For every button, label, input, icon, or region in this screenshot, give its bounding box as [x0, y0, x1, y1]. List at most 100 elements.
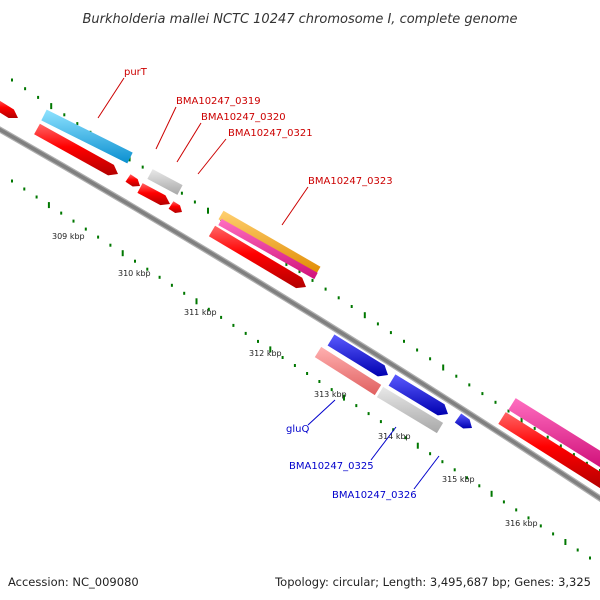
scale-label-315: 315 kbp — [442, 475, 475, 484]
leader-bma0321 — [197, 138, 227, 175]
tick-inner — [244, 331, 247, 335]
tick-outer — [494, 400, 497, 404]
gene-bma0320-gray — [147, 169, 183, 195]
tick-outer — [455, 374, 458, 378]
tick-inner — [293, 364, 296, 367]
gene-bma0325 — [376, 386, 444, 434]
gene-red-1 — [34, 123, 118, 176]
gene-blue-1 — [327, 334, 388, 377]
tick-outer — [193, 200, 196, 204]
tick-inner — [330, 388, 333, 392]
gene-purT — [41, 109, 133, 164]
tick-outer — [442, 364, 445, 371]
backbone — [0, 126, 600, 502]
tick-outer — [520, 416, 523, 423]
tick-inner — [564, 539, 567, 545]
tick-inner — [195, 298, 198, 305]
gene-left-edge — [0, 100, 18, 118]
tick-inner — [527, 516, 530, 520]
tick-outer — [533, 426, 536, 430]
tick-inner — [367, 412, 370, 416]
tick-inner — [281, 356, 284, 359]
tick-inner — [220, 315, 223, 319]
tick-inner — [318, 380, 321, 383]
gene-bma0319 — [125, 174, 140, 187]
scale-label-314: 314 kbp — [378, 432, 411, 441]
tick-inner — [170, 283, 173, 287]
gene-blue-2 — [388, 374, 448, 416]
tick-inner — [589, 556, 591, 560]
tick-outer — [207, 207, 209, 214]
tick-outer — [311, 278, 314, 282]
scale-label-313: 313 kbp — [314, 390, 347, 399]
tick-outer — [141, 165, 144, 169]
scale-label-316: 316 kbp — [505, 519, 538, 528]
gene-bma0326 — [454, 413, 472, 429]
tick-outer — [389, 331, 392, 335]
tick-inner — [552, 532, 555, 536]
tick-inner — [158, 275, 161, 279]
tick-inner — [355, 404, 358, 408]
tick-inner — [343, 394, 345, 401]
tick-inner — [257, 339, 259, 343]
gene-label-purT: purT — [124, 67, 148, 78]
leader-bma0319 — [155, 106, 177, 150]
tick-inner — [11, 179, 13, 183]
gene-label-bma0323: BMA10247_0323 — [308, 176, 393, 187]
gene-bma0323-orange — [218, 210, 321, 276]
tick-outer — [24, 87, 27, 91]
leader-bma0320 — [176, 122, 202, 163]
tick-inner — [539, 524, 542, 528]
gene-label-gluQ: gluQ — [286, 424, 309, 435]
scale-label-312: 312 kbp — [249, 349, 282, 358]
tick-inner — [429, 452, 432, 456]
gene-features — [0, 100, 600, 489]
scale-labels: 309 kbp 310 kbp 311 kbp 312 kbp 313 kbp … — [52, 232, 538, 528]
tick-inner — [183, 291, 186, 295]
gene-gluQ — [314, 346, 382, 396]
tick-outer — [507, 409, 510, 413]
tick-outer — [559, 444, 562, 448]
scale-ticks — [11, 78, 600, 560]
tick-inner — [97, 235, 100, 239]
tick-outer — [468, 383, 471, 387]
tick-outer — [403, 339, 405, 343]
tick-inner — [576, 548, 579, 552]
leader-purT — [97, 77, 125, 119]
tick-outer — [298, 270, 301, 274]
gene-bma0320 — [137, 183, 170, 206]
tick-outer — [37, 95, 40, 99]
map-title: Burkholderia mallei NCTC 10247 chromosom… — [82, 12, 517, 27]
topology-summary: Topology: circular; Length: 3,495,687 bp… — [274, 575, 591, 589]
tick-outer — [324, 287, 327, 291]
leader-bma0326 — [413, 455, 440, 490]
accession-text: Accession: NC_009080 — [8, 575, 139, 589]
tick-outer — [572, 453, 575, 457]
gene-bma0323-pink — [218, 218, 318, 280]
scale-label-309: 309 kbp — [52, 232, 85, 241]
tick-inner — [466, 476, 468, 480]
tick-outer — [11, 78, 13, 82]
tick-outer — [481, 392, 484, 396]
gene-right-pink — [508, 398, 600, 468]
tick-inner — [84, 227, 87, 231]
tick-outer — [546, 435, 549, 439]
tick-inner — [134, 259, 136, 263]
gene-labels: purT BMA10247_0319 BMA10247_0320 BMA1024… — [124, 67, 417, 501]
tick-inner — [515, 508, 518, 512]
tick-outer — [416, 348, 419, 352]
tick-inner — [72, 219, 75, 223]
gene-bma0321 — [168, 201, 182, 213]
gene-label-bma0319: BMA10247_0319 — [176, 96, 261, 107]
tick-outer — [337, 296, 340, 300]
backbone-line — [0, 127, 600, 501]
scale-label-311: 311 kbp — [184, 308, 217, 317]
tick-inner — [441, 460, 444, 464]
tick-outer — [376, 322, 379, 326]
tick-inner — [23, 187, 26, 191]
gene-right-red — [498, 412, 600, 489]
tick-inner — [60, 211, 63, 215]
tick-outer — [50, 103, 53, 110]
gene-bma0323-red — [208, 225, 306, 289]
